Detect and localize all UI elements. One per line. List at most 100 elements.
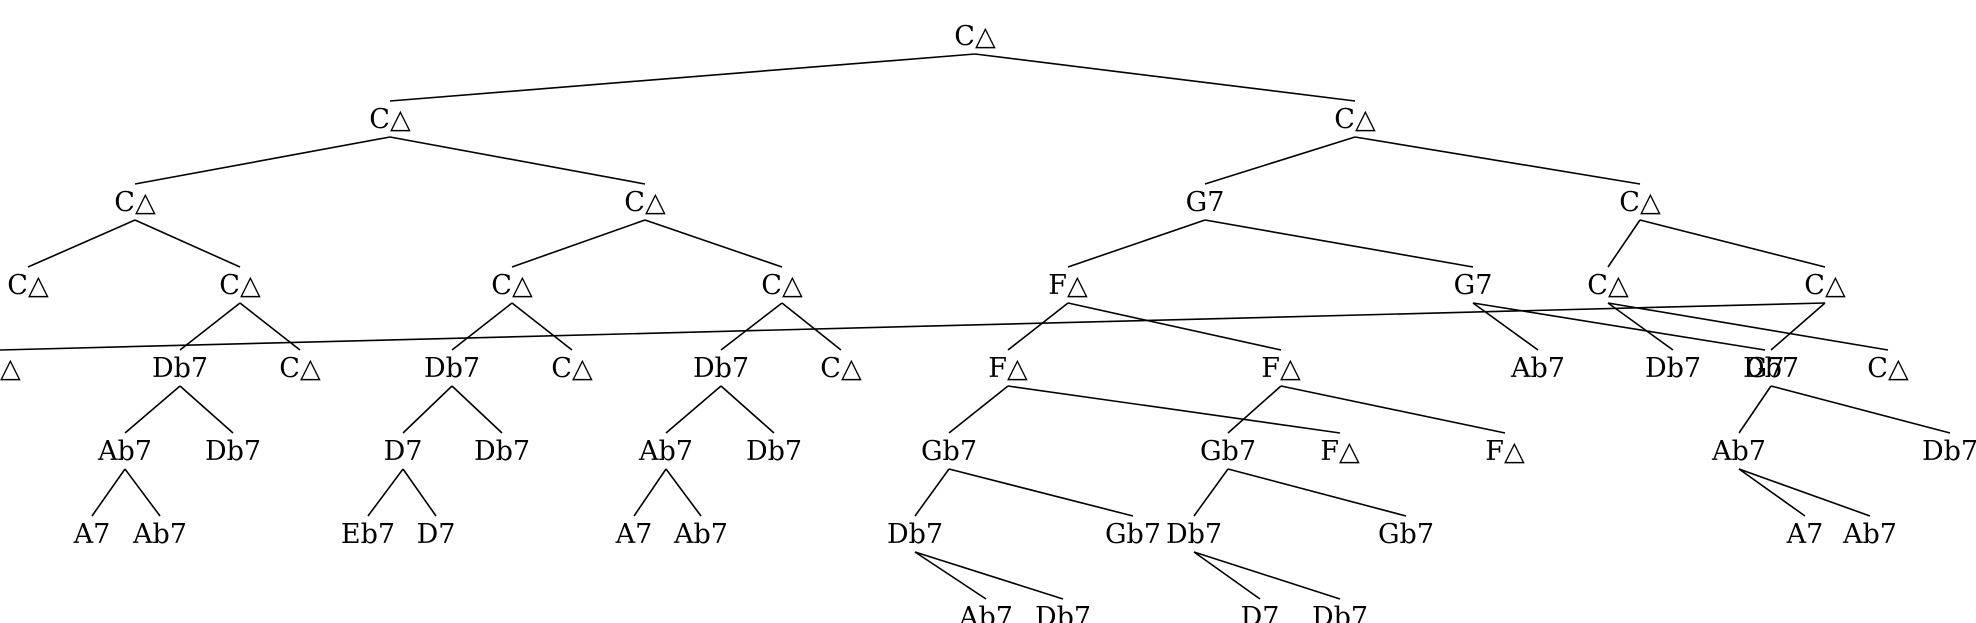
tree-node-label: D7 (417, 519, 456, 550)
tree-edge (451, 385, 503, 434)
tree-edge (1770, 385, 1951, 434)
tree-edge (511, 302, 573, 351)
tree-node-label: C△ (7, 270, 49, 301)
tree-edge (1738, 385, 1772, 434)
tree-node-label: C△ (219, 270, 261, 301)
tree-node-label: G7 (1454, 270, 1493, 301)
tree-edge (1067, 219, 1206, 268)
tree-edge (1607, 302, 1889, 351)
tree-edge (633, 468, 667, 517)
tree-node-label: C△ (114, 187, 156, 218)
tree-edge (451, 302, 513, 351)
tree-node-label: Db7 (1645, 353, 1701, 384)
tree-edge (948, 468, 1134, 517)
tree-node-label: Db7 (887, 519, 943, 550)
tree-node-label: C△ (0, 353, 21, 384)
tree-node-label: C△ (491, 270, 533, 301)
tree-node-label: C△ (1334, 104, 1376, 135)
tree-node-label: C△ (551, 353, 593, 384)
tree-edge (367, 468, 404, 517)
tree-node-label: F△ (1485, 436, 1525, 467)
tree-edge (402, 468, 437, 517)
tree-node-label: Gb7 (1105, 519, 1161, 550)
tree-edge (179, 385, 234, 434)
tree-edge (914, 468, 950, 517)
tree-node-label: Db7 (205, 436, 261, 467)
tree-node-label: Eb7 (341, 519, 395, 550)
tree-edge (1007, 385, 1341, 434)
tree-node-label: Ab7 (1842, 519, 1897, 550)
tree-edge (389, 53, 976, 102)
tree-node-label: A7 (615, 519, 653, 550)
tree-node-label: Db7 (1166, 519, 1222, 550)
tree-edge (914, 551, 987, 600)
tree-node-label: C△ (1619, 187, 1661, 218)
tree-edge (0, 302, 1826, 351)
tree-node-label: Db7 (1743, 353, 1799, 384)
tree-node-label: C△ (279, 353, 321, 384)
tree-edge (1227, 468, 1407, 517)
tree-edge (179, 302, 241, 351)
tree-node-label: Ab7 (673, 519, 728, 550)
tree-node-label: F△ (1320, 436, 1360, 467)
tree-node-label: Ab7 (97, 436, 152, 467)
tree-node-label: A7 (73, 519, 111, 550)
tree-node-label: Ab7 (132, 519, 187, 550)
tree-edge (511, 219, 646, 268)
tree-edge (1007, 302, 1069, 351)
tree-node-label: Db7 (1922, 436, 1976, 467)
tree-edge (720, 385, 775, 434)
tree-edge (665, 385, 722, 434)
tree-edge (1607, 302, 1674, 351)
tree-edge (1354, 136, 1641, 185)
tree-edge (134, 136, 391, 185)
tree-edge (1204, 219, 1474, 268)
tree-node-label: Ab7 (638, 436, 693, 467)
tree-node-label: Ab7 (958, 602, 1013, 623)
tree-node-label: Gb7 (1378, 519, 1434, 550)
tree-node-label: Db7 (152, 353, 208, 384)
tree-node-label: Ab7 (1711, 436, 1766, 467)
tree-edge (124, 468, 161, 517)
tree-node-label: D7 (384, 436, 423, 467)
tree-edge (1227, 385, 1282, 434)
tree-edge (91, 468, 126, 517)
tree-edge (134, 219, 241, 268)
tree-edge (1280, 385, 1506, 434)
tree-edge (914, 551, 1064, 600)
tree-node-label: C△ (954, 21, 996, 52)
tree-node-label: F△ (1048, 270, 1088, 301)
tree-node-label: C△ (1867, 353, 1909, 384)
tree-node-label: Db7 (693, 353, 749, 384)
tree-edge (1193, 551, 1341, 600)
tree-edge (1738, 468, 1871, 517)
tree-node-label: A7 (1786, 519, 1824, 550)
tree-node-label: F△ (1261, 353, 1301, 384)
tree-node-label: Db7 (474, 436, 530, 467)
tree-node-label: Gb7 (921, 436, 977, 467)
tree-edge (27, 219, 136, 268)
tree-edge (1067, 302, 1282, 351)
tree-node-label: Gb7 (1200, 436, 1256, 467)
tree-node-label: G7 (1186, 187, 1225, 218)
tree-node-label: Db7 (1035, 602, 1091, 623)
tree-edge (1770, 302, 1826, 351)
tree-edge (1607, 219, 1641, 268)
tree-node-label: C△ (624, 187, 666, 218)
tree-node-label: Db7 (746, 436, 802, 467)
tree-edge (974, 53, 1356, 102)
tree-edge (665, 468, 702, 517)
tree-edge (1204, 136, 1356, 185)
tree-edge (1472, 302, 1539, 351)
tree-node-label: Db7 (1312, 602, 1368, 623)
tree-node-label: F△ (988, 353, 1028, 384)
tree-edge (781, 302, 842, 351)
tree-edge (720, 302, 783, 351)
tree-edge (389, 136, 646, 185)
tree-edge (1639, 219, 1826, 268)
tree-node-label: C△ (761, 270, 803, 301)
tree-node-label: C△ (369, 104, 411, 135)
tree-edges (0, 53, 1951, 600)
tree-node-label: Ab7 (1510, 353, 1565, 384)
